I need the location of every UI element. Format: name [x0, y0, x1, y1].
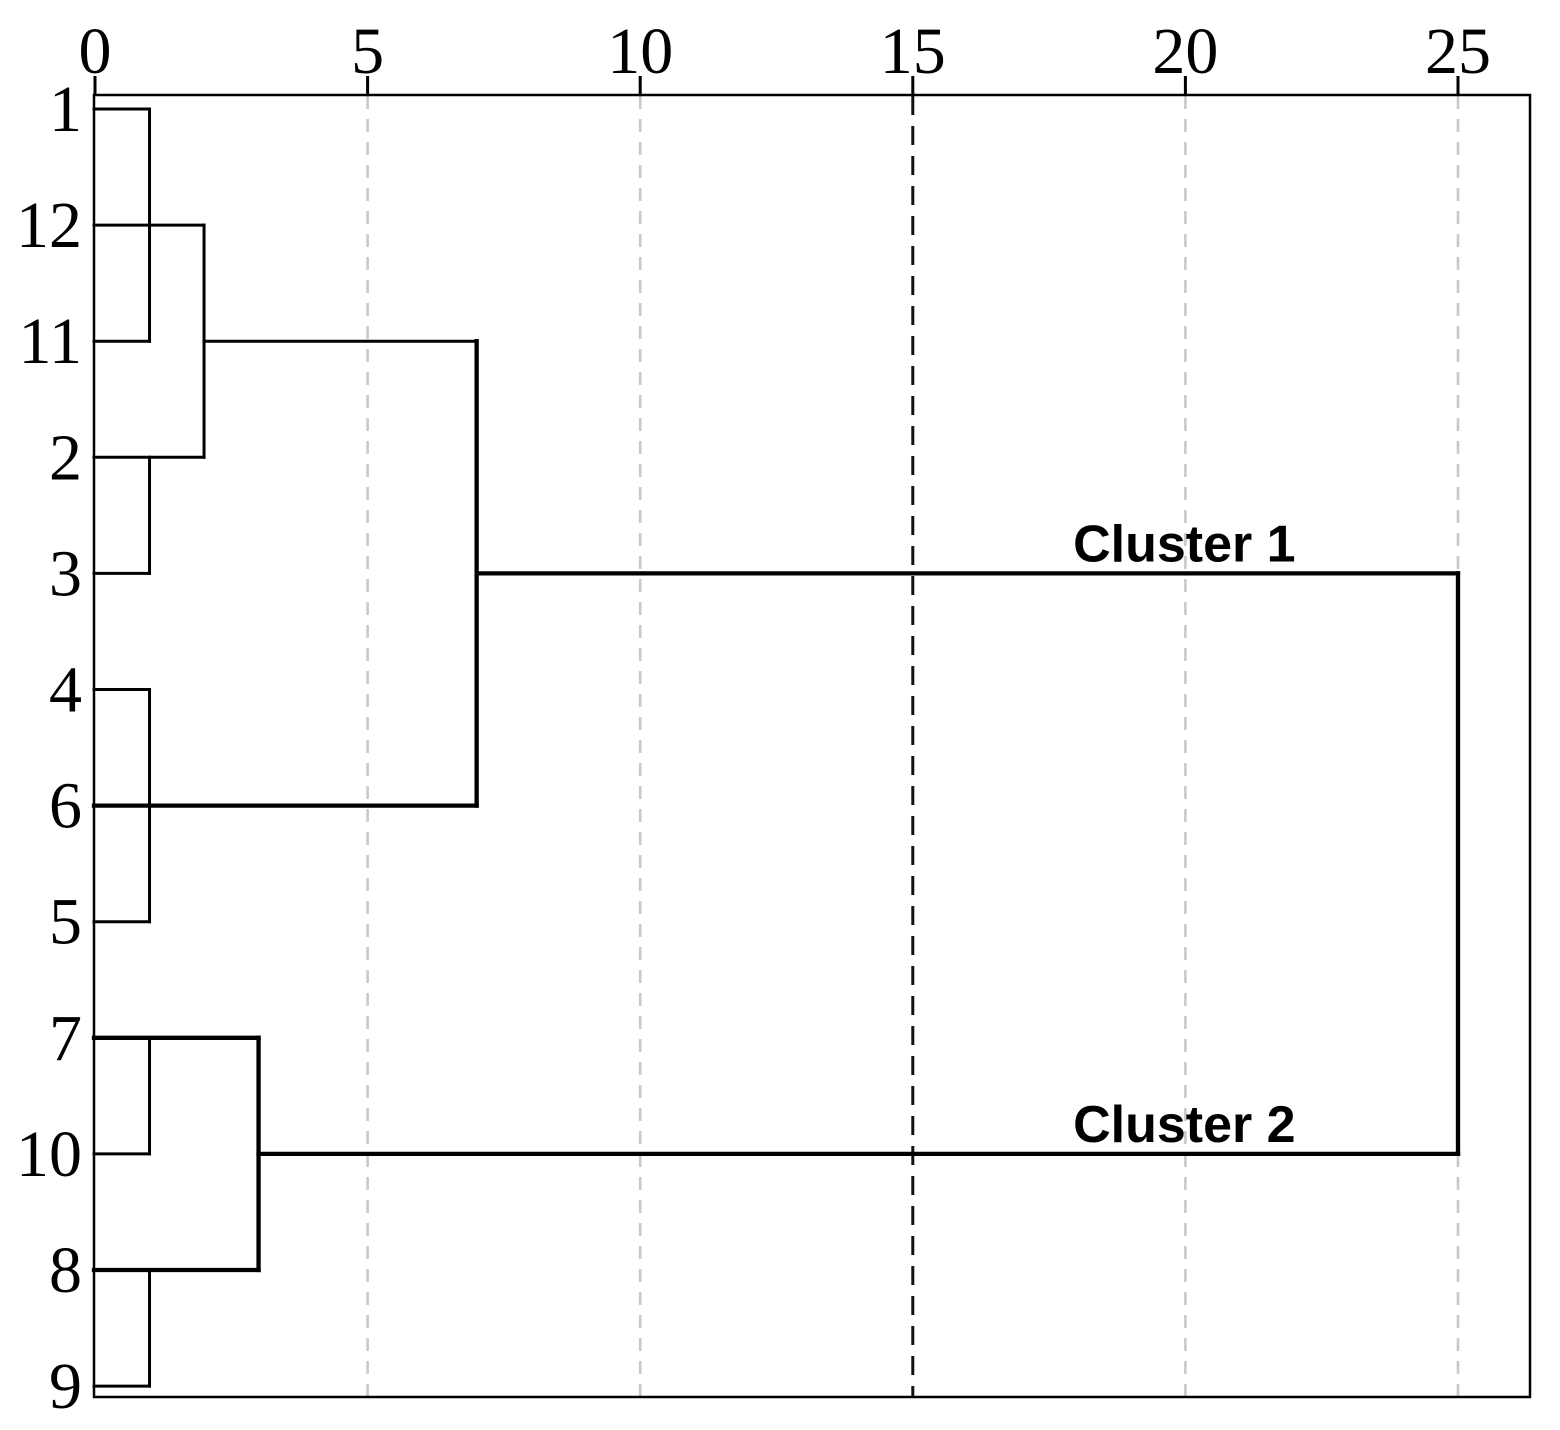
tick-label-25: 25: [1425, 15, 1491, 88]
leaf-label-9: 9: [49, 1350, 82, 1423]
cluster-2-label: Cluster 2: [1073, 1096, 1296, 1154]
tick-label-5: 5: [351, 15, 384, 88]
tick-label-15: 15: [880, 15, 946, 88]
plot-frame: [92, 93, 1532, 1399]
tick-label-0: 0: [79, 15, 112, 88]
leaf-label-6: 6: [49, 770, 82, 843]
leaf-label-10: 10: [16, 1118, 82, 1191]
tick-label-20: 20: [1152, 15, 1218, 88]
leaf-label-3: 3: [49, 537, 82, 610]
leaf-label-5: 5: [49, 886, 82, 959]
tick-label-10: 10: [607, 15, 673, 88]
cluster-1-label: Cluster 1: [1073, 515, 1296, 573]
leaf-label-11: 11: [18, 305, 82, 378]
leaf-label-4: 4: [49, 654, 82, 727]
leaf-label-12: 12: [16, 189, 82, 262]
leaf-label-2: 2: [49, 421, 82, 494]
leaf-label-8: 8: [49, 1234, 82, 1307]
leaf-label-7: 7: [49, 1002, 82, 1075]
leaf-label-1: 1: [49, 73, 82, 146]
